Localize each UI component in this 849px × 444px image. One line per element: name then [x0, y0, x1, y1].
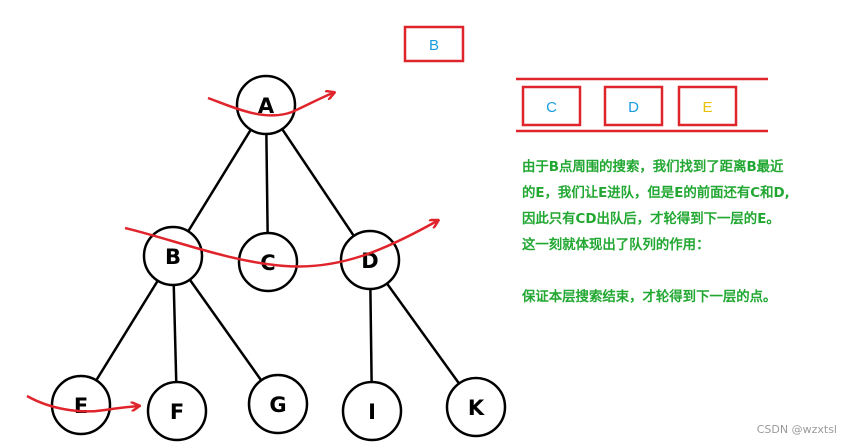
- queue-items: C D E: [521, 85, 738, 127]
- explanation-text: 由于B点周围的搜索，我们找到了距离B最近 的E，我们让E进队，但是E的前面还有C…: [522, 155, 842, 311]
- queue-item-box: [521, 85, 582, 127]
- tree-node-label-K: K: [468, 396, 485, 420]
- queue-item-label: D: [628, 99, 639, 116]
- tree-node-I: [341, 380, 403, 442]
- explanation-line: 保证本层搜索结束，才轮得到下一层的点。: [522, 290, 777, 305]
- tree-node-A: [235, 74, 297, 136]
- queue-item-box: [677, 85, 738, 127]
- tree-node-C: [237, 231, 299, 293]
- tree-node-D: [339, 229, 401, 291]
- tree-node-G: [247, 373, 309, 435]
- traversal-arrow-level-2: [26, 394, 138, 413]
- watermark: CSDN @wzxtsl: [756, 423, 837, 436]
- traversal-arrow-level-0: [207, 93, 333, 117]
- traversal-arrow-level-1: [124, 221, 437, 268]
- tree-node-K: [445, 376, 507, 438]
- explanation-line: 这一刻就体现出了队列的作用：: [522, 238, 710, 253]
- tree-node-F: [146, 380, 208, 442]
- tree-node-label-F: F: [170, 400, 184, 424]
- tree-node-E: [50, 374, 112, 436]
- explanation-line: 由于B点周围的搜索，我们找到了距离B最近: [522, 160, 784, 175]
- current-node-label: B: [429, 37, 439, 54]
- queue-item-box: [603, 85, 664, 127]
- tree-node-label-G: G: [269, 393, 286, 417]
- explanation-line: 因此只有CD出队后，才轮得到下一层的E。: [522, 212, 780, 227]
- tree-node-label-E: E: [74, 394, 88, 418]
- queue-item-label: C: [546, 99, 557, 116]
- tree-node-label-A: A: [258, 94, 275, 118]
- tree-node-label-I: I: [368, 400, 376, 424]
- current-node-box: [403, 25, 465, 63]
- explanation-line: 的E，我们让E进队，但是E的前面还有C和D,: [522, 186, 790, 201]
- queue-item-label: E: [702, 99, 712, 116]
- tree-node-B: [142, 225, 204, 287]
- tree-node-label-B: B: [165, 245, 181, 269]
- tree-edge-A-D: [264, 104, 372, 261]
